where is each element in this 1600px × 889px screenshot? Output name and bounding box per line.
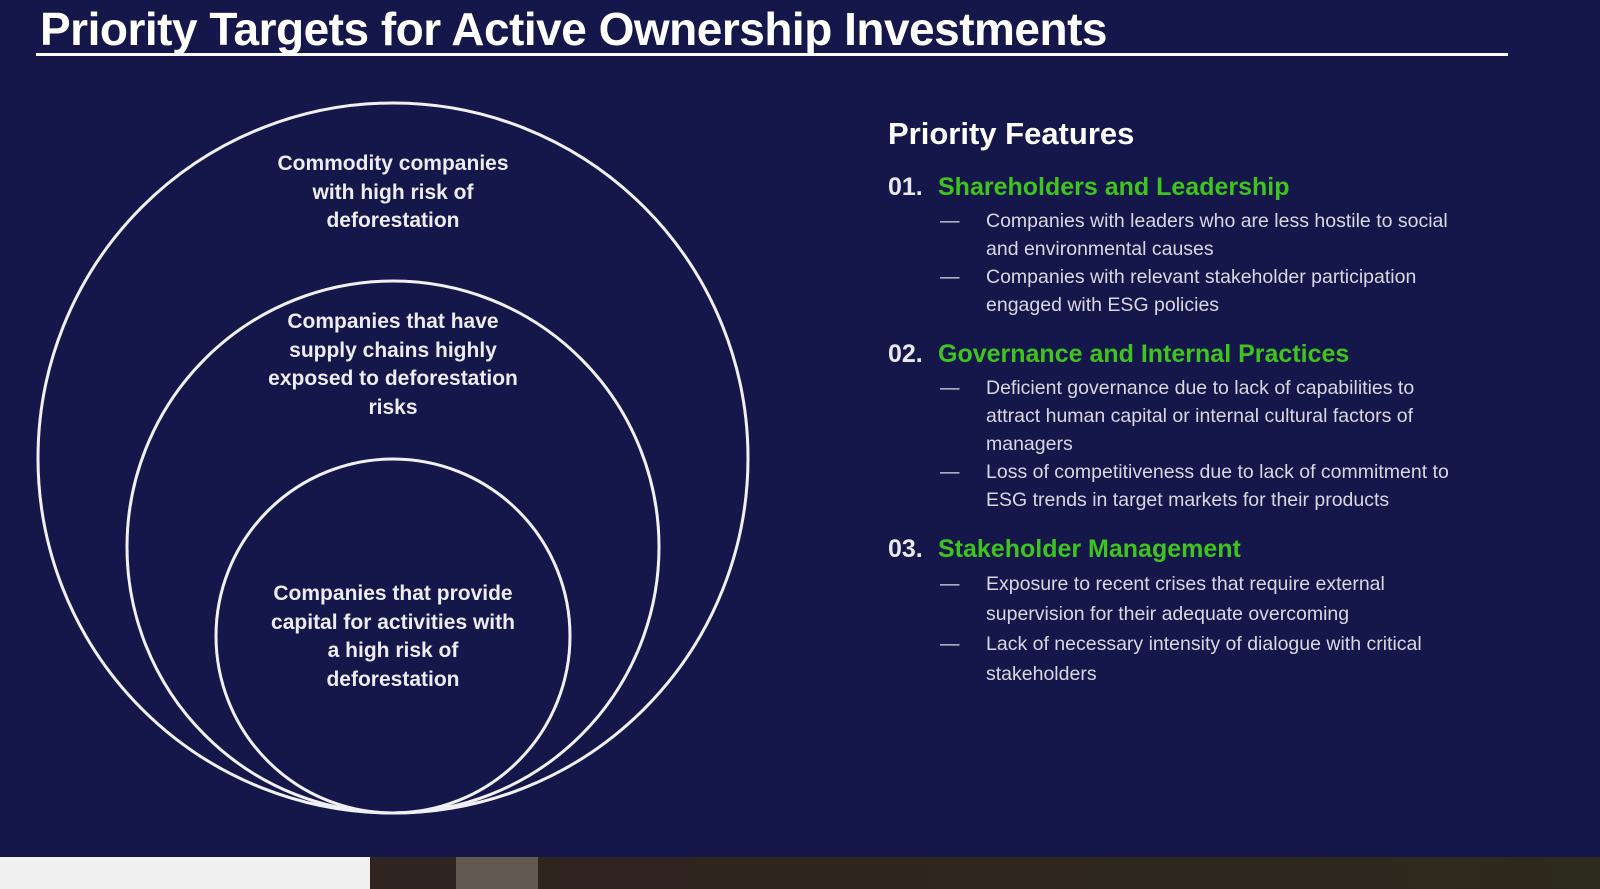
list-item: —Loss of competitiveness due to lack of … — [940, 461, 1449, 511]
slide-title: Priority Targets for Active Ownership In… — [40, 3, 1108, 55]
section-number: 03. — [888, 535, 923, 563]
inner-circle — [214, 457, 572, 815]
title-underline — [36, 53, 1508, 56]
section-title: Shareholders and Leadership — [938, 173, 1290, 201]
inner-circle-label: Companies that provide capital for activ… — [271, 582, 515, 691]
section-number: 02. — [888, 340, 923, 368]
list-item: —Deficient governance due to lack of cap… — [940, 377, 1415, 455]
feature-section-3: 03. Stakeholder Management —Exposure to r… — [888, 535, 1488, 689]
list-item: —Exposure to recent crises that require … — [940, 573, 1385, 625]
section-title: Governance and Internal Practices — [938, 340, 1350, 368]
taskbar-strip — [0, 857, 1600, 889]
outer-circle-label: Commodity companies with high risk of de… — [277, 152, 509, 232]
list-item: —Lack of necessary intensity of dialogue… — [940, 633, 1422, 685]
feature-section-1: 01. Shareholders and Leadership —Companie… — [888, 173, 1488, 319]
section-number: 01. — [888, 173, 923, 201]
priority-features-heading: Priority Features — [888, 116, 1135, 151]
list-item: —Companies with leaders who are less hos… — [940, 210, 1448, 260]
taskbar-panel — [0, 857, 370, 889]
section-title: Stakeholder Management — [938, 535, 1241, 563]
middle-circle-label: Companies that have supply chains highly… — [268, 310, 518, 419]
taskbar-thumbnail[interactable] — [456, 857, 538, 889]
list-item: —Companies with relevant stakeholder par… — [940, 266, 1417, 316]
feature-section-2: 02. Governance and Internal Practices —De… — [888, 340, 1488, 514]
nested-circles-diagram — [36, 101, 750, 815]
